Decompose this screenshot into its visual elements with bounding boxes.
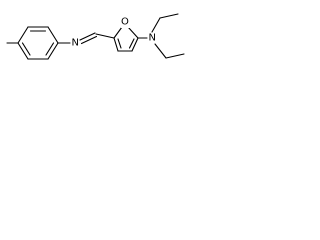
methine-furan-bond — [95, 33, 115, 39]
ring-bond — [113, 37, 119, 52]
ring-double-bond — [128, 38, 135, 49]
ring-bond — [127, 26, 139, 39]
ring-bond — [131, 37, 139, 52]
ring-double-bond — [117, 38, 122, 49]
imine-double-bond — [80, 35, 98, 45]
ring-bond — [113, 26, 123, 39]
amine-nitrogen-label: N — [149, 33, 156, 44]
ring-bond — [17, 26, 29, 44]
ring-bond — [47, 42, 59, 60]
ethyl-bond — [154, 43, 167, 59]
imine-nitrogen-label: N — [72, 38, 79, 49]
chemical-structure-diagram: N O N — [6, 13, 185, 60]
ethyl-bond — [159, 13, 179, 19]
furan-oxygen-label: O — [121, 17, 129, 28]
imine-double-bond — [79, 32, 96, 41]
ethyl-bond — [151, 17, 161, 33]
diethyl-groups — [151, 13, 185, 59]
benzene-ring — [17, 26, 59, 60]
ring-bond — [47, 26, 59, 44]
furan-ring — [113, 26, 139, 52]
ring-double-bond — [45, 42, 55, 56]
ethyl-bond — [165, 53, 185, 59]
ring-bond — [17, 42, 29, 60]
ring-double-bond — [21, 42, 31, 56]
